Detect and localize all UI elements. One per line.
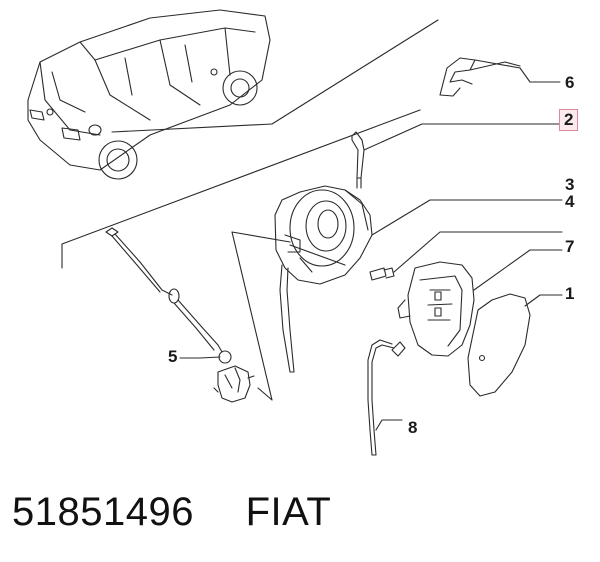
callout-5: 5 xyxy=(168,347,178,366)
part-4-screw xyxy=(369,267,395,281)
callout-8: 8 xyxy=(408,418,418,437)
car-illustration xyxy=(27,9,271,180)
callout-6: 6 xyxy=(565,73,575,92)
parts-diagram xyxy=(27,9,563,456)
part-3-filler-housing xyxy=(274,185,373,373)
part-8-cable xyxy=(367,339,406,456)
part-6-wire-clip xyxy=(439,57,521,97)
part-1-fuel-door xyxy=(467,293,531,397)
part-number: 51851496 xyxy=(12,490,194,534)
callout-1: 1 xyxy=(565,284,575,303)
footer: 51851496 FIAT xyxy=(12,490,331,535)
callout-4: 4 xyxy=(565,192,575,211)
part-7-bracket xyxy=(397,261,475,357)
part-2-tether xyxy=(351,131,365,189)
car-leader-line xyxy=(111,123,273,133)
callout-7: 7 xyxy=(565,237,575,256)
callout-3: 3 xyxy=(565,175,575,194)
brand-name: FIAT xyxy=(245,490,332,534)
callout-2-highlighted: 2 xyxy=(559,109,579,131)
part-5-actuator xyxy=(105,227,255,403)
